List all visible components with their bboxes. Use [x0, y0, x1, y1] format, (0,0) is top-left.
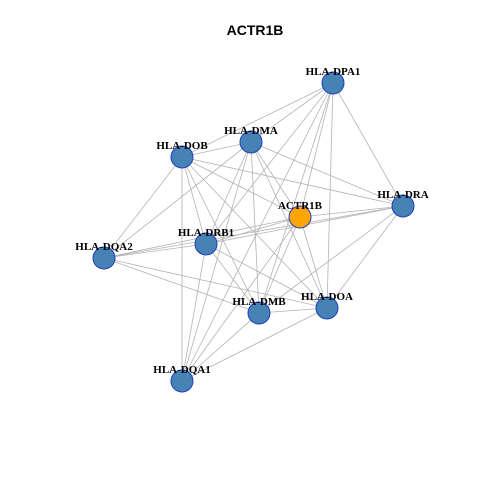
edge-hla-dob-hla-dra — [181, 156, 404, 207]
node-circle[interactable] — [239, 130, 263, 154]
diagram-title: ACTR1B — [227, 22, 284, 38]
node-circle[interactable] — [170, 369, 194, 393]
node-hla-dra[interactable]: HLA-DRA — [377, 189, 429, 218]
node-circle[interactable] — [92, 246, 116, 270]
edge-hla-doa-hla-dqa1 — [181, 307, 328, 382]
edge-hla-dob-hla-drb1 — [181, 156, 207, 245]
node-label: ACTR1B — [278, 200, 323, 212]
edge-hla-dma-hla-dra — [250, 141, 404, 207]
edge-hla-dqa2-hla-dmb — [103, 257, 260, 314]
node-label: HLA-DOA — [301, 291, 353, 303]
edge-hla-dra-hla-dmb — [258, 205, 404, 314]
node-hla-dma[interactable]: HLA-DMA — [224, 125, 278, 154]
edge-hla-dob-hla-doa — [181, 156, 328, 309]
edge-hla-dma-actr1b — [250, 141, 301, 218]
node-hla-drb1[interactable]: HLA-DRB1 — [178, 227, 234, 256]
node-hla-doa[interactable]: HLA-DOA — [301, 291, 353, 320]
node-circle[interactable] — [170, 145, 194, 169]
edge-hla-dpa1-hla-dmb — [258, 82, 334, 314]
node-hla-dob[interactable]: HLA-DOB — [156, 140, 208, 169]
node-circle[interactable] — [321, 71, 345, 95]
node-hla-dpa1[interactable]: HLA-DPA1 — [306, 66, 361, 95]
edge-hla-dpa1-hla-dma — [250, 82, 334, 143]
node-hla-dqa2[interactable]: HLA-DQA2 — [75, 241, 133, 270]
edge-hla-dma-hla-drb1 — [205, 141, 252, 245]
node-label: HLA-DPA1 — [306, 66, 361, 78]
edge-hla-dob-hla-dmb — [181, 156, 260, 314]
node-label: HLA-DMA — [224, 125, 278, 137]
edge-hla-dpa1-hla-dqa1 — [181, 82, 334, 382]
node-actr1b[interactable]: ACTR1B — [278, 200, 323, 229]
edge-hla-dma-hla-doa — [250, 141, 328, 309]
node-circle[interactable] — [315, 296, 339, 320]
edge-hla-dpa1-hla-drb1 — [205, 82, 334, 245]
node-circle[interactable] — [288, 205, 312, 229]
edge-hla-dra-hla-doa — [326, 205, 404, 309]
node-hla-dqa1[interactable]: HLA-DQA1 — [153, 364, 211, 393]
edge-hla-dra-actr1b — [299, 205, 404, 218]
node-circle[interactable] — [391, 194, 415, 218]
edge-hla-dob-actr1b — [181, 156, 301, 218]
edge-actr1b-hla-drb1 — [205, 216, 301, 245]
edge-hla-dpa1-hla-dra — [332, 82, 404, 207]
edge-hla-dpa1-hla-doa — [326, 82, 334, 309]
node-circle[interactable] — [247, 301, 271, 325]
node-hla-dmb[interactable]: HLA-DMB — [232, 296, 286, 325]
node-label: HLA-DQA2 — [75, 241, 133, 253]
node-circle[interactable] — [194, 232, 218, 256]
node-label: HLA-DQA1 — [153, 364, 210, 376]
edge-hla-dpa1-actr1b — [299, 82, 334, 218]
node-label: HLA-DRB1 — [178, 227, 234, 239]
edge-hla-drb1-hla-dmb — [205, 243, 260, 314]
edge-hla-dpa1-hla-dob — [181, 82, 334, 158]
edge-actr1b-hla-dqa1 — [181, 216, 301, 382]
edge-hla-drb1-hla-dqa2 — [103, 243, 207, 259]
node-label: HLA-DMB — [232, 296, 286, 308]
node-label: HLA-DRA — [377, 189, 428, 201]
edge-hla-drb1-hla-dqa1 — [181, 243, 207, 382]
edge-hla-drb1-hla-doa — [205, 243, 328, 309]
edge-hla-dmb-hla-dqa1 — [181, 312, 260, 382]
edge-hla-dqa2-hla-doa — [103, 257, 328, 309]
edge-actr1b-hla-doa — [299, 216, 328, 309]
edge-actr1b-hla-dmb — [258, 216, 301, 314]
edge-hla-dma-hla-dob — [181, 141, 252, 158]
edge-hla-dma-hla-dmb — [250, 141, 260, 314]
node-label: HLA-DOB — [156, 140, 208, 152]
edge-hla-dra-hla-dqa2 — [103, 205, 404, 259]
edge-hla-dma-hla-dqa2 — [103, 141, 252, 259]
edge-hla-dma-hla-dqa1 — [181, 141, 252, 382]
edge-hla-dob-hla-dqa2 — [103, 156, 183, 259]
